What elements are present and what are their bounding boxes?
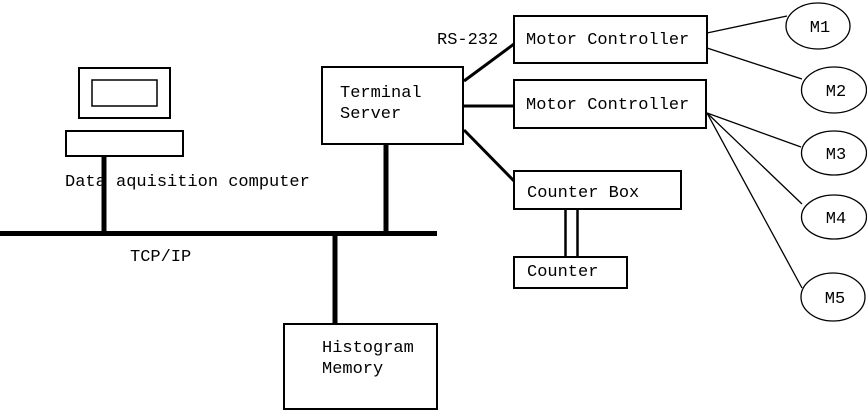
motor-node-m4: M4 <box>800 194 867 240</box>
histogram-memory-label-line1: Histogram <box>322 339 414 358</box>
terminal-server-box <box>321 66 464 145</box>
counter-label: Counter <box>527 263 598 282</box>
m3-label: M3 <box>826 146 846 165</box>
motor-controller2-box <box>513 79 707 129</box>
motor-node-m2: M2 <box>800 66 867 114</box>
terminal-server-label-line1: Terminal <box>340 84 422 103</box>
link-motor-controller1-to-m2 <box>706 47 803 80</box>
computer-screen-icon <box>91 79 158 107</box>
link-motor-controller2-to-m5 <box>706 112 803 289</box>
m4-label: M4 <box>826 210 846 229</box>
histogram-memory-box <box>283 323 438 410</box>
m5-label: M5 <box>825 290 845 309</box>
motor-node-m1: M1 <box>785 2 851 50</box>
link-terminal-server-to-counter-box <box>462 128 517 184</box>
tcpip-label: TCP/IP <box>130 248 191 267</box>
computer-caption: Data aquisition computer <box>65 173 310 192</box>
histogram-memory-label-line2: Memory <box>322 360 383 379</box>
rs232-label: RS-232 <box>437 31 498 50</box>
link-motor-controller1-to-m1 <box>706 15 788 34</box>
m5-ellipse <box>800 272 866 322</box>
counter-box-label: Counter Box <box>527 184 639 203</box>
link-motor-controller2-to-m4 <box>706 112 803 205</box>
m1-label: M1 <box>810 19 830 38</box>
motor-controller1-label: Motor Controller <box>526 31 689 50</box>
counter-box <box>513 256 628 289</box>
m2-label: M2 <box>826 83 846 102</box>
motor-controller2-label: Motor Controller <box>526 96 689 115</box>
counter-box-box <box>513 170 682 210</box>
terminal-server-label-line2: Server <box>340 105 401 124</box>
motor-controller1-box <box>513 15 708 64</box>
motor-node-m3: M3 <box>800 130 867 176</box>
link-terminal-server-to-motor-controller1 <box>463 42 515 83</box>
link-motor-controller2-to-m3 <box>706 112 802 148</box>
m1-ellipse <box>785 2 851 50</box>
motor-node-m5: M5 <box>800 272 866 322</box>
computer-keyboard-icon <box>65 130 184 157</box>
